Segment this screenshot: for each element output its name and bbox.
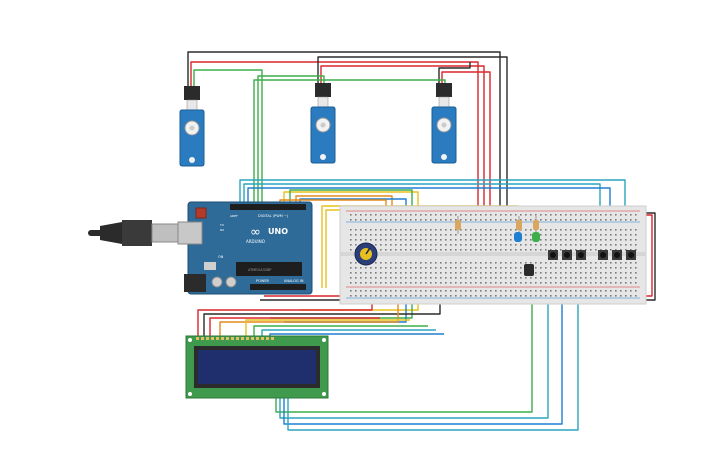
- temperature-sensor[interactable]: [524, 264, 534, 276]
- wire-servo3-gnd: [438, 62, 471, 85]
- wire-digital-yellow: [283, 191, 419, 311]
- servo-1[interactable]: [179, 86, 205, 167]
- servo-2[interactable]: [310, 83, 336, 164]
- digital-label: DIGITAL (PWM ~): [258, 214, 289, 218]
- wire-servo3-vcc: [441, 71, 491, 215]
- servo-connector: [315, 83, 331, 97]
- push-button-5[interactable]: [612, 250, 622, 260]
- reset-button[interactable]: [195, 207, 207, 219]
- power-analog-header: [250, 284, 306, 290]
- lcd-pins: [196, 337, 274, 340]
- wire-digital-blue-1: [247, 187, 611, 215]
- wire-servo3-sig: [253, 79, 446, 205]
- power-label: POWER: [256, 279, 270, 283]
- wire-lcd-red: [197, 300, 373, 338]
- chip-label: ATMEGA328P: [248, 268, 271, 272]
- push-button-2[interactable]: [562, 250, 572, 260]
- breadboard-holes: [350, 214, 637, 297]
- wire-lcd-green: [253, 325, 428, 338]
- rx-label: RX: [220, 228, 224, 232]
- wire-servo1-sig: [193, 69, 263, 205]
- wire-lcd-orange: [219, 300, 399, 338]
- wire-btn-blue: [283, 250, 563, 425]
- lcd-display[interactable]: [185, 335, 329, 399]
- tx-label: TX: [219, 223, 224, 227]
- arduino-model: UNO: [268, 227, 288, 236]
- wire-lcd-yellow: [245, 319, 410, 338]
- analog-label: ANALOG IN: [284, 279, 304, 283]
- on-label: ON: [218, 255, 224, 259]
- digital-header: [230, 204, 306, 210]
- wire-btn-cyan-1: [279, 250, 549, 419]
- arduino-logo: ∞: [250, 225, 261, 240]
- potentiometer[interactable]: [354, 242, 378, 266]
- wire-btn-cyan-2: [287, 250, 579, 431]
- servo-connector: [436, 83, 452, 97]
- servo-connector: [184, 86, 200, 100]
- lcd-screen: [198, 350, 316, 384]
- resistor-1[interactable]: [455, 216, 461, 234]
- blue-led[interactable]: [514, 232, 522, 242]
- buttons: [548, 250, 636, 260]
- wire-digital-cyan-1: [239, 179, 626, 215]
- push-button-6[interactable]: [626, 250, 636, 260]
- wire-lcd-cyan: [261, 329, 436, 338]
- atmega-chip: [236, 262, 302, 276]
- wire-servo2-gnd: [317, 56, 508, 215]
- arduino-brand: ARDUINO: [246, 239, 265, 244]
- arduino-uno[interactable]: ∞ UNO ARDUINO DIGITAL (PWM ~) POWER ANAL…: [177, 201, 313, 295]
- usb-cable: [88, 220, 179, 246]
- wire-servo1-gnd: [187, 51, 501, 215]
- wire-lcd-red-2: [209, 317, 380, 338]
- servo-3[interactable]: [431, 83, 457, 164]
- usb-port: [177, 221, 203, 245]
- resistor-3[interactable]: [533, 216, 539, 234]
- resistor-2[interactable]: [516, 216, 522, 234]
- push-button-1[interactable]: [548, 250, 558, 260]
- aref-label: AREF: [230, 214, 238, 218]
- breadboard[interactable]: [339, 205, 647, 305]
- wire-digital-cyan-2: [243, 183, 601, 215]
- wire-lcd-black: [203, 296, 441, 338]
- push-button-4[interactable]: [598, 250, 608, 260]
- wire-btn-green: [275, 272, 533, 413]
- push-button-3[interactable]: [576, 250, 586, 260]
- power-jack: [184, 274, 206, 292]
- green-led[interactable]: [532, 232, 540, 242]
- wire-servo1-vcc: [190, 61, 479, 215]
